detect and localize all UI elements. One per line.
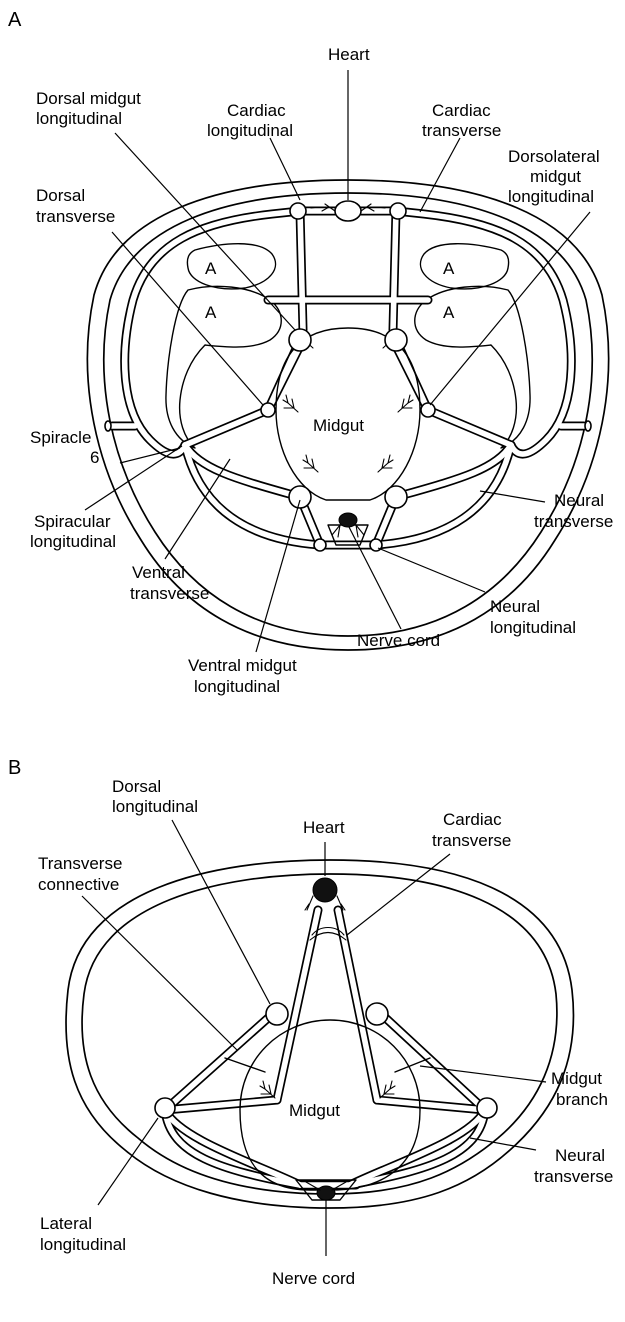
dorsal-longitudinal-label: Dorsal (112, 777, 161, 796)
muscle-left-upper (187, 244, 275, 289)
heart-b (313, 878, 337, 902)
node (385, 329, 407, 351)
ventral-transverse-label: transverse (130, 584, 209, 603)
node (266, 1003, 288, 1025)
muscle-right-upper (420, 244, 508, 289)
panel-b-diagram: B Midgut (8, 757, 613, 1288)
transverse-connective-label: connective (38, 875, 119, 894)
spiracle-label: Spiracle (30, 428, 91, 447)
node (261, 403, 275, 417)
dorsal-longitudinal-label: longitudinal (112, 797, 198, 816)
node (289, 486, 311, 508)
spiracle-label: 6 (90, 448, 99, 467)
neural-transverse-label-b: transverse (534, 1167, 613, 1186)
nerve-cord-b (317, 1186, 335, 1200)
cardiac-transverse-label-a: transverse (422, 121, 501, 140)
node (421, 403, 435, 417)
ventral-midgut-longitudinal-label: longitudinal (194, 677, 280, 696)
node (289, 329, 311, 351)
nerve-cord-a (339, 513, 357, 527)
heart-a (335, 201, 361, 221)
midgut-twig (303, 455, 318, 472)
muscle-a-label: A (443, 303, 455, 322)
panel-a-diagram: A A A A A (8, 9, 613, 696)
midgut-branch-stalks (225, 1058, 430, 1072)
dorsal-transverse-label: Dorsal (36, 186, 85, 205)
cardiac-longitudinal-label: longitudinal (207, 121, 293, 140)
ventral-midgut-longitudinal-label: Ventral midgut (188, 656, 297, 675)
node (366, 1003, 388, 1025)
spiracle-right (585, 421, 591, 431)
midgut-twig (380, 1081, 395, 1098)
neural-transverse-label-a: Neural (554, 491, 604, 510)
cardiac-longitudinal-label: Cardiac (227, 101, 286, 120)
cardiac-transverse-label-a: Cardiac (432, 101, 491, 120)
node (290, 203, 306, 219)
node (390, 203, 406, 219)
panel-b-label: B (8, 757, 21, 779)
cardiac-transverse-label-b: transverse (432, 831, 511, 850)
node (477, 1098, 497, 1118)
cardiac-transverse-label-b: Cardiac (443, 810, 502, 829)
heart-label-a: Heart (328, 45, 370, 64)
nerve-cord-label-a: Nerve cord (357, 631, 440, 650)
neural-transverse-label-a: transverse (534, 512, 613, 531)
dorsal-midgut-longitudinal-label: Dorsal midgut (36, 89, 141, 108)
midgut-branch-label: Midgut (551, 1069, 602, 1088)
neural-longitudinal-label: longitudinal (490, 618, 576, 637)
muscle-a-label: A (205, 259, 217, 278)
midgut-twig (398, 395, 413, 412)
midgut-twig (378, 455, 393, 472)
dorsolateral-midgut-longitudinal-label: longitudinal (508, 187, 594, 206)
neural-longitudinal-label: Neural (490, 597, 540, 616)
lateral-longitudinal-label: longitudinal (40, 1235, 126, 1254)
spiracular-longitudinal-label: Spiracular (34, 512, 111, 531)
midgut-label-a: Midgut (313, 416, 364, 435)
dorsolateral-midgut-longitudinal-label: Dorsolateral (508, 147, 600, 166)
spiracular-longitudinal-label: longitudinal (30, 532, 116, 551)
ventral-transverse-label: Ventral (132, 563, 185, 582)
neural-transverse-label-b: Neural (555, 1146, 605, 1165)
midgut-twig (260, 1081, 275, 1098)
tracheal-tubes-a (112, 211, 584, 545)
node (314, 539, 326, 551)
midgut-twig (283, 395, 298, 412)
muscle-left-lower (166, 286, 281, 448)
muscle-right-lower (415, 286, 530, 448)
lateral-longitudinal-label: Lateral (40, 1214, 92, 1233)
panel-a-label: A (8, 9, 22, 31)
node (155, 1098, 175, 1118)
spiracle-left (105, 421, 111, 431)
tracheal-tubes-b (165, 910, 485, 1185)
muscle-a-label: A (443, 259, 455, 278)
node (385, 486, 407, 508)
midgut-branch-label: branch (556, 1090, 608, 1109)
transverse-connective-label: Transverse (38, 854, 122, 873)
nerve-cord-label-b: Nerve cord (272, 1269, 355, 1288)
midgut-label-b: Midgut (289, 1101, 340, 1120)
muscle-a-label: A (205, 303, 217, 322)
dorsolateral-midgut-longitudinal-label: midgut (530, 167, 581, 186)
dorsal-transverse-label: transverse (36, 207, 115, 226)
dorsal-midgut-longitudinal-label: longitudinal (36, 109, 122, 128)
heart-label-b: Heart (303, 818, 345, 837)
